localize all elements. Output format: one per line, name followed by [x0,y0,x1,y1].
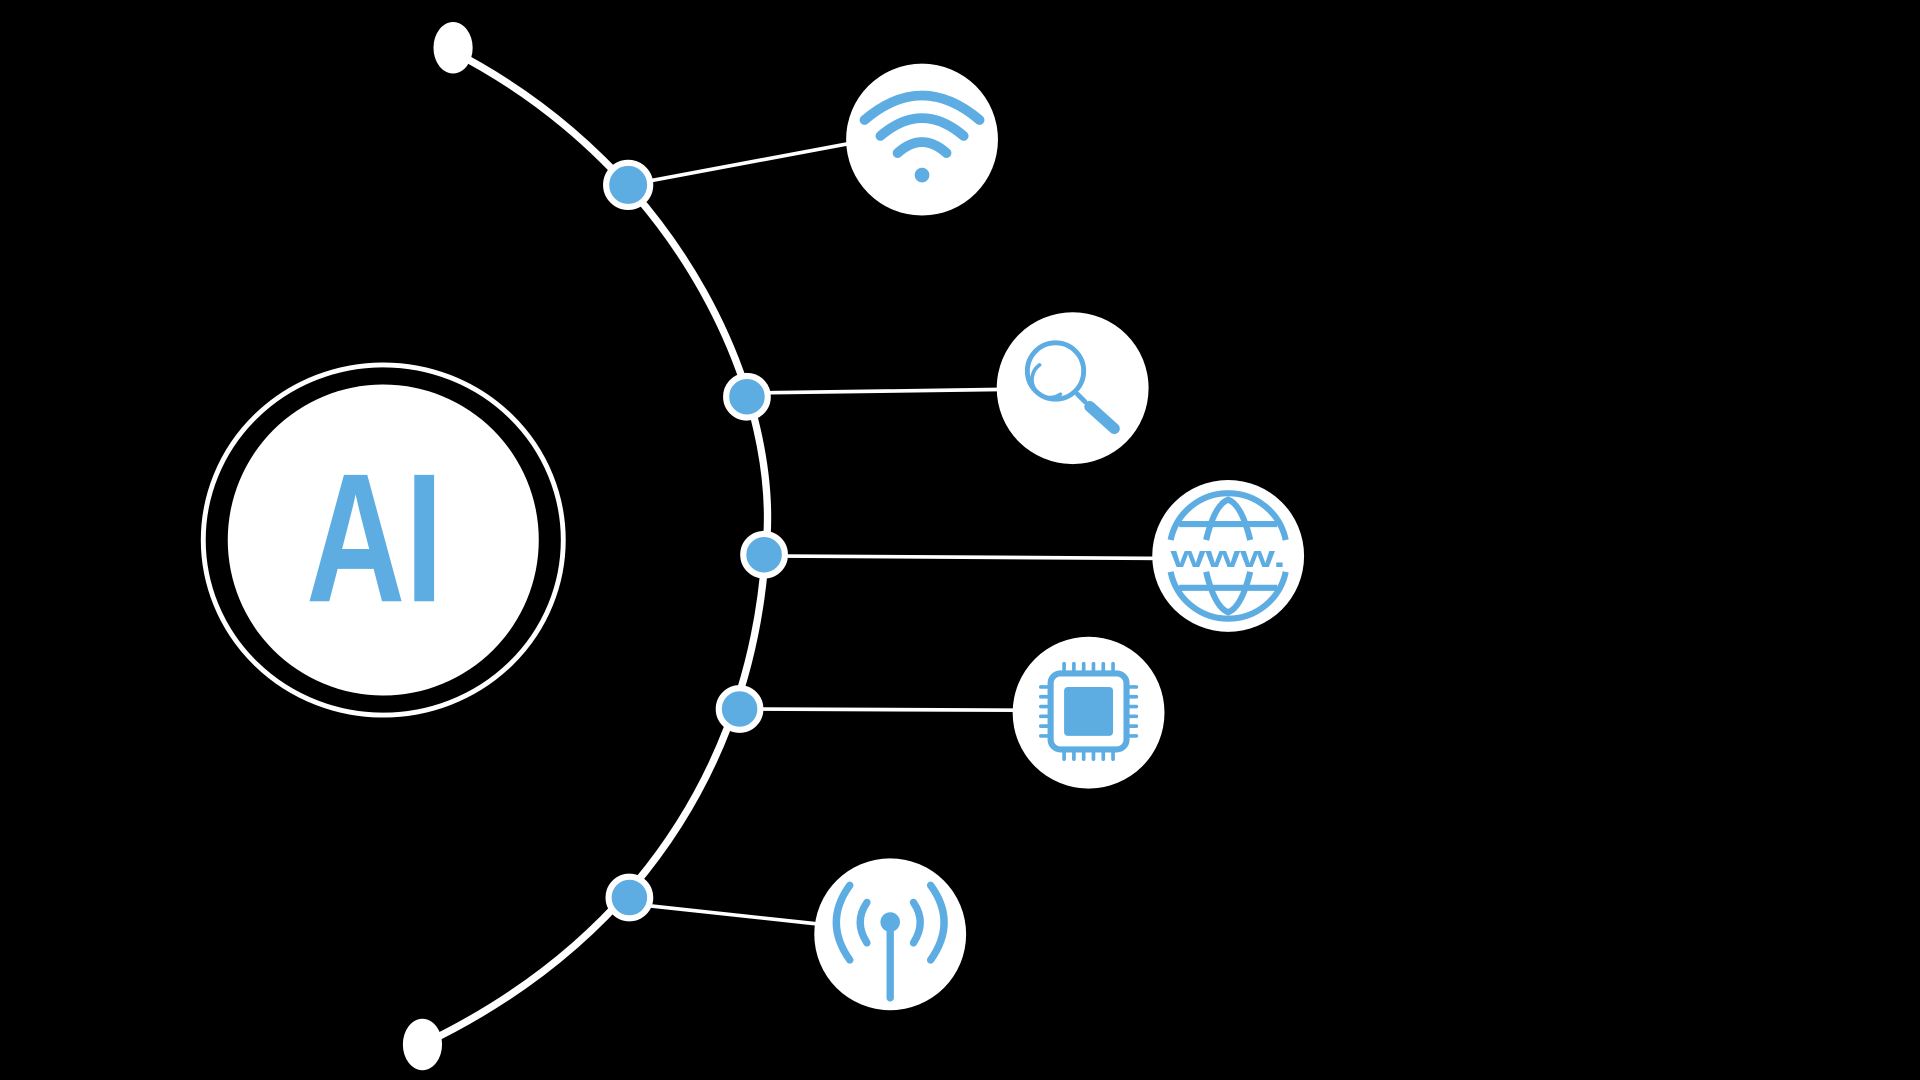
node-antenna [814,858,967,1011]
spoke-wifi [627,140,858,187]
wifi-icon [859,90,985,183]
node-search [996,312,1149,465]
search-icon [1024,340,1120,435]
node-web: www. [1152,480,1305,632]
ai-hub: AI [200,362,566,718]
arc-end-bottom [402,1018,443,1071]
www-label: www. [1169,540,1286,574]
junction-dot-antenna [605,873,654,922]
junction-dot-web [740,530,788,579]
junction-dot-chip [715,685,764,733]
spoke-web [764,554,1158,561]
node-chip [1012,636,1165,789]
globe-www-icon [1167,490,1289,622]
antenna-icon [832,881,948,1002]
chip-icon [1038,661,1139,762]
junction-dot-wifi [603,159,654,210]
junction-dot-search [723,372,771,421]
node-wifi [846,63,998,216]
spoke-antenna [629,901,824,927]
spoke-chip [739,707,1019,713]
arc-end-top [433,22,473,74]
spoke-search [746,387,1005,395]
ai-label: AI [306,435,443,640]
